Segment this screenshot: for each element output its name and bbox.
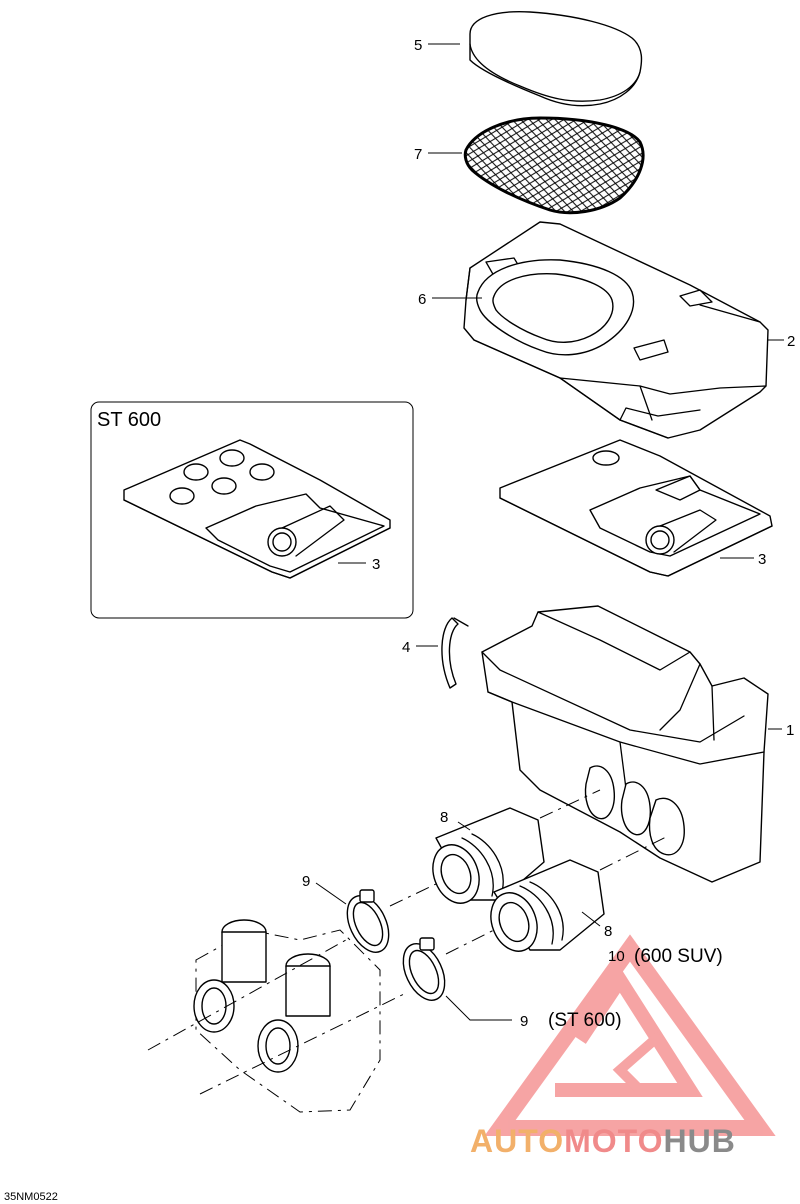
watermark-auto: AUTO: [470, 1123, 564, 1159]
callout-5: 5: [414, 37, 422, 54]
clamp-part-9-lower: [402, 937, 446, 1001]
callout-6: 6: [418, 291, 426, 308]
callout-1: 1: [786, 722, 794, 739]
callout-9-lower: 9: [520, 1013, 528, 1030]
callout-8-upper: 8: [440, 809, 448, 826]
foam-pad-part-5: [469, 11, 643, 107]
callout-10: 10: [608, 948, 625, 965]
carburetor-assembly: [193, 919, 381, 1113]
watermark-moto: MOTO: [564, 1123, 663, 1159]
note-600-suv: (600 SUV): [634, 946, 723, 967]
silencer-plate-part-3: [499, 439, 773, 577]
note-st-600: (ST 600): [548, 1010, 622, 1031]
clip-part-4: [441, 617, 469, 689]
callout-2: 2: [787, 333, 795, 350]
reference-code: 35NM0522: [4, 1191, 58, 1203]
leader-lines: [315, 43, 784, 1021]
adaptor-part-8-lower: [490, 859, 605, 952]
callout-3: 3: [758, 551, 766, 568]
inset-st600: [90, 401, 414, 619]
gasket-part-6: [475, 259, 635, 356]
callouts: 5 7 6 2 3 3 4 1 8 8 9 9 10: [302, 37, 795, 1030]
mesh-screen-part-7: [463, 116, 645, 215]
callout-7: 7: [414, 146, 422, 163]
alignment-lines: [147, 789, 669, 1095]
watermark-hub: HUB: [663, 1123, 735, 1159]
callout-4: 4: [402, 639, 410, 656]
adaptor-part-8-upper: [432, 807, 545, 904]
clamp-part-9-upper: [346, 889, 390, 953]
inset-holes: [169, 449, 275, 505]
watermark-text: AUTOMOTOHUB: [470, 1123, 736, 1159]
callout-8-lower: 8: [604, 923, 612, 940]
callout-3-inset: 3: [372, 556, 380, 573]
watermark-logo: [484, 934, 776, 1136]
inset-title: ST 600: [97, 409, 161, 431]
callout-9-upper: 9: [302, 873, 310, 890]
